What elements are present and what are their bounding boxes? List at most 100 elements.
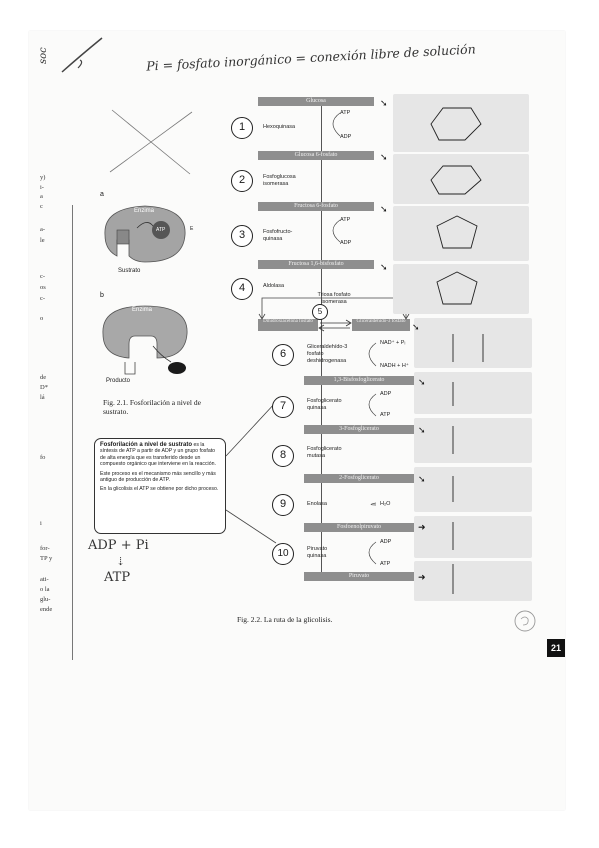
margin-fragment: o bbox=[40, 315, 44, 322]
cofactor-arrows bbox=[332, 112, 377, 565]
margin-fragment: i- bbox=[40, 184, 44, 191]
e-tag: E bbox=[190, 226, 194, 232]
cofactor-in: ADP bbox=[380, 539, 392, 545]
page-mark bbox=[514, 610, 536, 632]
step-number: 10 bbox=[272, 543, 294, 565]
enzyme-label-a: Enzima bbox=[134, 208, 155, 214]
metabolite-bar: Gliceraldehído-3 fosfato bbox=[352, 319, 410, 331]
step-number: 1 bbox=[231, 117, 253, 139]
margin-fragment: TP y bbox=[40, 555, 53, 562]
metabolite-bar: Fructosa 1,6-bisfosfato bbox=[258, 260, 374, 269]
margin-fragment: lá bbox=[40, 394, 45, 401]
callout-text: es la síntesis de ATP a partir de ADP y … bbox=[100, 442, 216, 468]
enzyme-label: Piruvato quinasa bbox=[307, 546, 328, 559]
cofactor-in: ADP bbox=[380, 391, 392, 397]
step-number: 9 bbox=[272, 494, 294, 516]
cofactor-out: NADH + H⁺ bbox=[380, 363, 409, 369]
isomerase-arrows bbox=[318, 319, 352, 332]
margin-fragment: le bbox=[40, 237, 45, 244]
cofactor-out: ATP bbox=[380, 412, 391, 418]
arrow-icon: ➘ bbox=[380, 152, 388, 162]
arrow-icon: ➘ bbox=[418, 377, 426, 387]
metabolite-bar: 3-Fosfoglicerato bbox=[304, 425, 414, 434]
enzyme-label: Fosfoglicerato mutasa bbox=[307, 446, 342, 459]
handwritten-atp: ATP bbox=[104, 570, 131, 585]
cofactor-in: ATP bbox=[340, 217, 351, 223]
margin-fragment: i bbox=[40, 520, 42, 527]
enzyme-label: Fosfoglucosa isomerasa bbox=[263, 174, 296, 187]
step-number: 2 bbox=[231, 170, 253, 192]
handwritten-arrow: ⇣ bbox=[116, 555, 126, 568]
margin-fragment: fo bbox=[40, 454, 46, 461]
structure-panel bbox=[393, 94, 529, 152]
step-number: 6 bbox=[272, 344, 294, 366]
callout-box: Fosforilación a nivel de sustrato es la … bbox=[94, 438, 226, 534]
arrow-icon: ➜ bbox=[418, 522, 426, 532]
product-label: Producto bbox=[106, 378, 131, 384]
arrow-icon: ➘ bbox=[418, 474, 426, 484]
margin-fragment: glu- bbox=[40, 596, 51, 603]
cofactor-out: H₂O bbox=[380, 501, 391, 507]
enzyme-label: Hexoquinasa bbox=[263, 124, 296, 130]
cofactor-in: NAD⁺ + Pᵢ bbox=[380, 340, 406, 346]
step-number: 8 bbox=[272, 445, 294, 467]
margin-fragment: ende bbox=[40, 606, 53, 613]
structure-panel bbox=[414, 418, 532, 463]
step-number: 5 bbox=[312, 304, 328, 320]
metabolite-bar: Piruvato bbox=[304, 572, 414, 581]
fig-2-1-label-b: b bbox=[100, 292, 104, 299]
margin-fragment: a- bbox=[40, 226, 46, 233]
margin-fragment: c- bbox=[40, 295, 46, 302]
structure-panel bbox=[414, 318, 532, 368]
cofactor-out: ATP bbox=[380, 561, 391, 567]
metabolite-bar: Fosfoenolpiruvato bbox=[304, 523, 414, 532]
enzyme-label: Triosa fosfato isomerasa bbox=[317, 292, 351, 305]
margin-fragment: D* bbox=[40, 384, 48, 391]
page-number: 21 bbox=[547, 639, 565, 657]
atp-tag: ATP bbox=[156, 227, 166, 233]
metabolite-bar: Glucosa bbox=[258, 97, 374, 106]
margin-fragment: o la bbox=[40, 586, 50, 593]
structure-panel bbox=[393, 206, 529, 261]
enzyme-diagram-b bbox=[102, 305, 188, 375]
margin-fragment: c- bbox=[40, 273, 46, 280]
substrate-label: Sustrato bbox=[118, 268, 141, 274]
arrow-icon: ➜ bbox=[418, 572, 426, 582]
molecule-structures bbox=[430, 107, 484, 594]
arrow-icon: ➘ bbox=[380, 98, 388, 108]
arrow-icon: ➘ bbox=[418, 425, 426, 435]
step-number: 4 bbox=[231, 278, 253, 300]
cross-scribble bbox=[109, 109, 193, 175]
callout-title: Fosforilación a nivel de sustrato bbox=[100, 442, 193, 448]
margin-fragment: for- bbox=[40, 545, 50, 552]
step-number: 7 bbox=[272, 396, 294, 418]
fig-2-1-caption: Fig. 2.1. Fosforilación a nivel de sustr… bbox=[103, 398, 201, 416]
structure-panel bbox=[414, 467, 532, 512]
callout-text: Este proceso es el mecanismo más sencill… bbox=[100, 470, 216, 484]
enzyme-label: Enolasa bbox=[307, 501, 327, 507]
margin-fragment: de bbox=[40, 374, 47, 381]
cofactor-out: ADP bbox=[340, 240, 352, 246]
metabolite-bar: Glucosa 6-fosfato bbox=[258, 151, 374, 160]
structure-panel bbox=[414, 561, 532, 601]
metabolite-bar: 2-Fosfoglicerato bbox=[304, 474, 414, 483]
margin-fragment: ati- bbox=[40, 576, 49, 583]
cofactor-in: ATP bbox=[340, 110, 351, 116]
step-number: 3 bbox=[231, 225, 253, 247]
arrow-icon: ➘ bbox=[380, 262, 388, 272]
corner-stroke bbox=[61, 37, 103, 73]
callout-text: En la glicolisis el ATP se obtiene por d… bbox=[100, 486, 219, 493]
handwritten-adp: ADP + Pi bbox=[88, 538, 149, 553]
metabolite-bar: Fructosa 6-fosfato bbox=[258, 202, 374, 211]
structure-panel bbox=[393, 264, 529, 314]
structure-panel bbox=[414, 516, 532, 558]
callout-pointer-lines bbox=[225, 401, 277, 544]
arrow-icon: ➘ bbox=[412, 322, 420, 332]
arrow-icon: ➘ bbox=[380, 204, 388, 214]
structure-panel bbox=[414, 372, 532, 414]
column-rule bbox=[72, 205, 73, 660]
cofactor-out: ADP bbox=[340, 134, 352, 140]
pathway-spine bbox=[321, 106, 322, 580]
fig-2-1-label-a: a bbox=[100, 191, 104, 198]
margin-fragment: a bbox=[40, 193, 43, 200]
